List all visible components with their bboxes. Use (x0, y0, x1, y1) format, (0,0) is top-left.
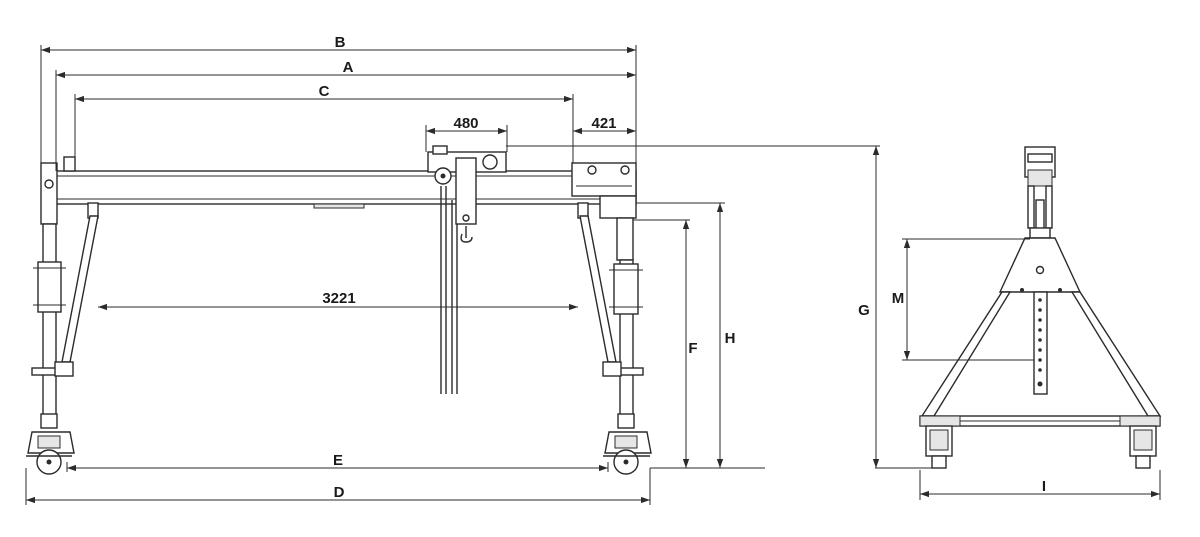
dim-label-i: I (1042, 478, 1046, 495)
dim-label-span: 3221 (322, 290, 355, 307)
dim-label-f: F (688, 340, 697, 357)
dim-label-h: H (725, 330, 736, 347)
front-view: B A C 480 421 3221 E D F H (25, 34, 880, 505)
dim-label-e: E (333, 452, 343, 469)
side-view: G M I (858, 146, 1162, 500)
trolley-hoist (427, 145, 507, 394)
dim-label-trolley: 480 (453, 115, 478, 132)
extension-lines (25, 45, 880, 505)
dim-label-m: M (892, 290, 905, 307)
dim-label-a: A (343, 59, 354, 76)
dim-label-c: C (319, 83, 330, 100)
dim-label-d: D (334, 484, 345, 501)
side-trolley (1024, 146, 1056, 239)
dim-label-end: 421 (591, 115, 616, 132)
right-brace (577, 202, 622, 377)
dim-label-g: G (858, 302, 870, 319)
right-leg (571, 162, 652, 475)
left-brace (54, 202, 99, 377)
side-base (919, 415, 1161, 469)
main-beam (55, 156, 637, 209)
left-leg (26, 162, 75, 475)
dim-label-b: B (335, 34, 346, 51)
side-a-frame (920, 237, 1162, 417)
